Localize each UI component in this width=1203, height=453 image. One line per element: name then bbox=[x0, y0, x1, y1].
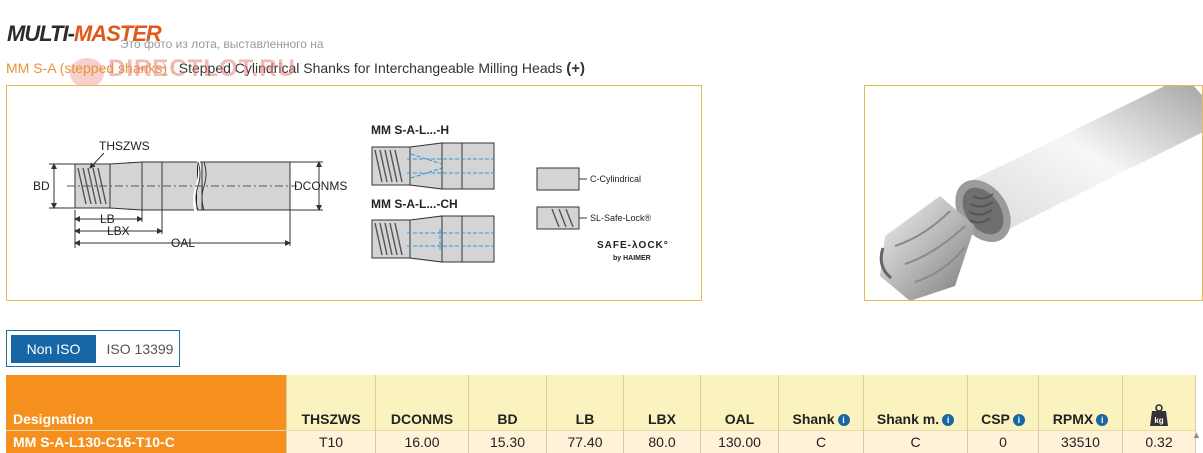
col-oal[interactable]: OAL bbox=[701, 375, 779, 431]
col-designation[interactable]: Designation bbox=[6, 375, 287, 431]
product-photo bbox=[864, 85, 1203, 301]
cell-lbx: 80.0 bbox=[624, 431, 701, 453]
standard-tabs: Non ISO ISO 13399 bbox=[6, 330, 180, 367]
tab-non-iso[interactable]: Non ISO bbox=[11, 335, 96, 363]
label-sl-safe-lock: SL-Safe-Lock® bbox=[590, 213, 652, 223]
col-shank-m[interactable]: Shank m.i bbox=[864, 375, 968, 431]
col-bd[interactable]: BD bbox=[469, 375, 547, 431]
col-thszws[interactable]: THSZWS bbox=[287, 375, 376, 431]
variant-h-drawing bbox=[372, 143, 494, 189]
cell-bd: 15.30 bbox=[469, 431, 547, 453]
cell-thszws: T10 bbox=[287, 431, 376, 453]
expand-toggle[interactable]: (+) bbox=[566, 60, 585, 77]
label-c-cylindrical: C-Cylindrical bbox=[590, 174, 641, 184]
table-header-row: Designation THSZWS DCONMS BD LB LBX OAL … bbox=[6, 375, 1196, 431]
col-lbx[interactable]: LBX bbox=[624, 375, 701, 431]
safe-lock-logo: SAFE-λOCK° bbox=[597, 240, 669, 251]
col-csp-label: CSP bbox=[981, 411, 1010, 427]
logo-text-multi: MULTI- bbox=[7, 21, 74, 46]
haimer-logo: by HAIMER bbox=[613, 255, 651, 262]
col-dconms[interactable]: DCONMS bbox=[376, 375, 469, 431]
cell-designation[interactable]: MM S-A-L130-C16-T10-C bbox=[6, 431, 287, 453]
weight-kg-icon: kg bbox=[1148, 403, 1170, 427]
col-rpmx-label: RPMX bbox=[1053, 411, 1093, 427]
label-thszws: THSZWS bbox=[99, 139, 150, 153]
shank-drawing: BD THSZWS DCONMS LB LBX OAL MM S-A-L...-… bbox=[7, 86, 701, 300]
product-table: Designation THSZWS DCONMS BD LB LBX OAL … bbox=[6, 375, 1196, 453]
info-icon[interactable]: i bbox=[1013, 414, 1025, 426]
col-shank-label: Shank bbox=[792, 411, 834, 427]
label-dconms: DCONMS bbox=[294, 179, 347, 193]
cell-csp: 0 bbox=[968, 431, 1039, 453]
dimension-diagram: BD THSZWS DCONMS LB LBX OAL MM S-A-L...-… bbox=[6, 85, 702, 301]
cell-dconms: 16.00 bbox=[376, 431, 469, 453]
variant-h-title: MM S-A-L...-H bbox=[371, 123, 449, 137]
label-bd: BD bbox=[33, 179, 50, 193]
watermark-caption: Это фото из лота, выставленного на bbox=[120, 37, 324, 51]
svg-text:kg: kg bbox=[1154, 416, 1163, 425]
milling-head-illustration bbox=[865, 86, 1203, 301]
cell-oal: 130.00 bbox=[701, 431, 779, 453]
label-lbx: LBX bbox=[107, 224, 130, 238]
col-lb[interactable]: LB bbox=[547, 375, 624, 431]
cell-weight: 0.32 bbox=[1123, 431, 1196, 453]
table-row[interactable]: MM S-A-L130-C16-T10-C T10 16.00 15.30 77… bbox=[6, 431, 1196, 453]
scroll-up-icon[interactable]: ▲ bbox=[1192, 430, 1201, 440]
variant-ch-drawing bbox=[372, 216, 494, 262]
info-icon[interactable]: i bbox=[942, 414, 954, 426]
info-icon[interactable]: i bbox=[838, 414, 850, 426]
cylindrical-shank-icon bbox=[537, 168, 579, 190]
watermark-site: DIRECTLOT.RU bbox=[108, 55, 296, 83]
col-weight[interactable]: kg bbox=[1123, 375, 1196, 431]
cell-shank-m: C bbox=[864, 431, 968, 453]
info-icon[interactable]: i bbox=[1096, 414, 1108, 426]
cell-rpmx: 33510 bbox=[1039, 431, 1123, 453]
cell-lb: 77.40 bbox=[547, 431, 624, 453]
col-shank-m-label: Shank m. bbox=[877, 411, 939, 427]
cell-shank: C bbox=[779, 431, 864, 453]
variant-ch-title: MM S-A-L...-CH bbox=[371, 197, 458, 211]
tab-iso-13399[interactable]: ISO 13399 bbox=[101, 335, 179, 363]
label-oal: OAL bbox=[171, 236, 195, 250]
